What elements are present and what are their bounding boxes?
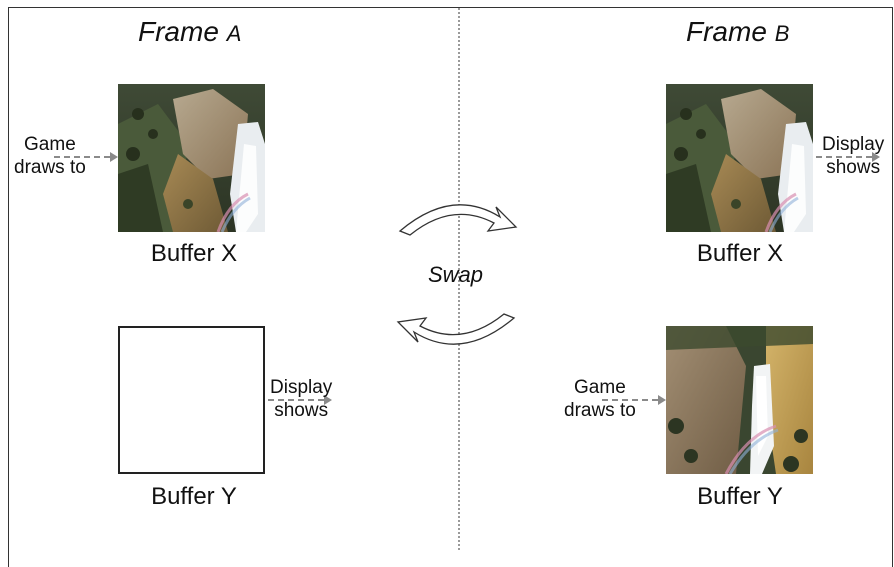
swap-label: Swap — [428, 262, 484, 287]
frame-b-game-line1: Game — [574, 377, 626, 398]
frame-a-display-line2: shows — [274, 400, 329, 421]
frame-a-title-main: Frame — [138, 16, 227, 47]
frame-a-display-arrow — [268, 395, 332, 405]
frame-b-display-line1: Display — [822, 134, 885, 155]
frame-b-title-sub: B — [774, 21, 790, 46]
frame-b-buffer-x-label: Buffer X — [696, 240, 784, 267]
frame-a-buffer-x-label: Buffer X — [150, 240, 238, 267]
frame-a-game-line1: Game — [24, 134, 76, 155]
frame-b-game-arrow — [602, 395, 666, 405]
frame-b-display-arrow — [816, 152, 880, 162]
frame-b-display-shows-label: Display shows — [822, 133, 884, 179]
frame-a-buffer-y-empty — [118, 326, 265, 474]
frame-divider — [458, 8, 460, 550]
figure-border — [8, 7, 893, 567]
frame-a-buffer-x-image — [118, 84, 265, 232]
frame-b-game-line2: draws to — [564, 400, 636, 421]
swap-arrow-top — [398, 204, 518, 236]
frame-a-buffer-y-label: Buffer Y — [151, 483, 237, 510]
frame-a-display-shows-label: Display shows — [270, 376, 332, 422]
frame-b-buffer-y-image — [666, 326, 813, 474]
frame-b-buffer-y-label: Buffer Y — [697, 483, 783, 510]
frame-a-title: Frame A — [138, 16, 241, 48]
frame-a-display-line1: Display — [270, 377, 333, 398]
frame-b-buffer-x-image — [666, 84, 813, 232]
frame-b-game-draws-label: Game draws to — [564, 376, 636, 422]
frame-a-game-draws-label: Game draws to — [14, 133, 86, 179]
frame-a-title-sub: A — [226, 21, 242, 46]
frame-a-game-line2: draws to — [14, 157, 86, 178]
frame-b-title-main: Frame — [686, 16, 775, 47]
frame-a-game-arrow — [54, 152, 118, 162]
frame-b-title: Frame B — [686, 16, 789, 48]
swap-arrow-bottom — [396, 313, 516, 345]
frame-b-display-line2: shows — [826, 157, 881, 178]
